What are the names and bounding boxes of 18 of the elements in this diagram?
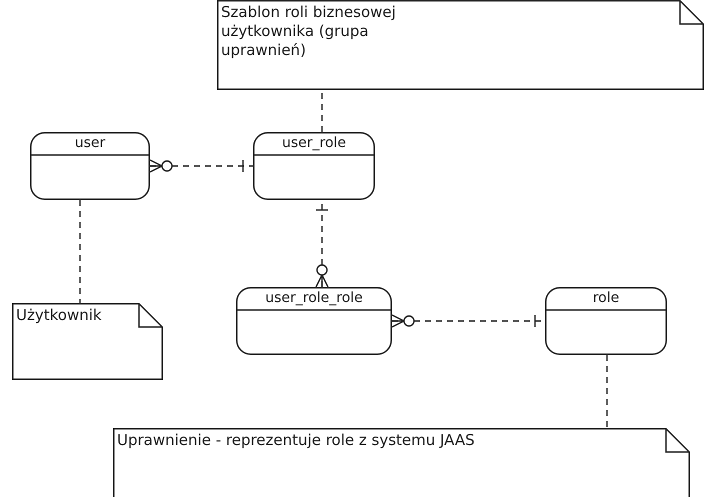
note-text: Użytkownik: [16, 306, 103, 325]
note-text: Uprawnienie - reprezentuje role z systemu JAAS: [117, 431, 476, 450]
entity-name: user_role_role: [264, 289, 364, 308]
entity-name: user_role: [280, 134, 348, 153]
entity-box: [30, 132, 150, 200]
note: [12, 303, 163, 380]
note-connector: [606, 355, 608, 428]
entity-box: [545, 287, 667, 355]
note-connector: [79, 200, 81, 303]
entity-name: user: [74, 134, 106, 153]
note: [113, 428, 690, 497]
note-connector: [321, 90, 323, 132]
entity-name: role: [592, 289, 620, 308]
entity-box: [253, 132, 375, 200]
entity-box: [236, 287, 392, 355]
note-text: Szablon roli biznesowej użytkownika (grupa uprawnień): [221, 3, 397, 60]
note: [217, 0, 704, 90]
relationship-line: [149, 159, 253, 173]
